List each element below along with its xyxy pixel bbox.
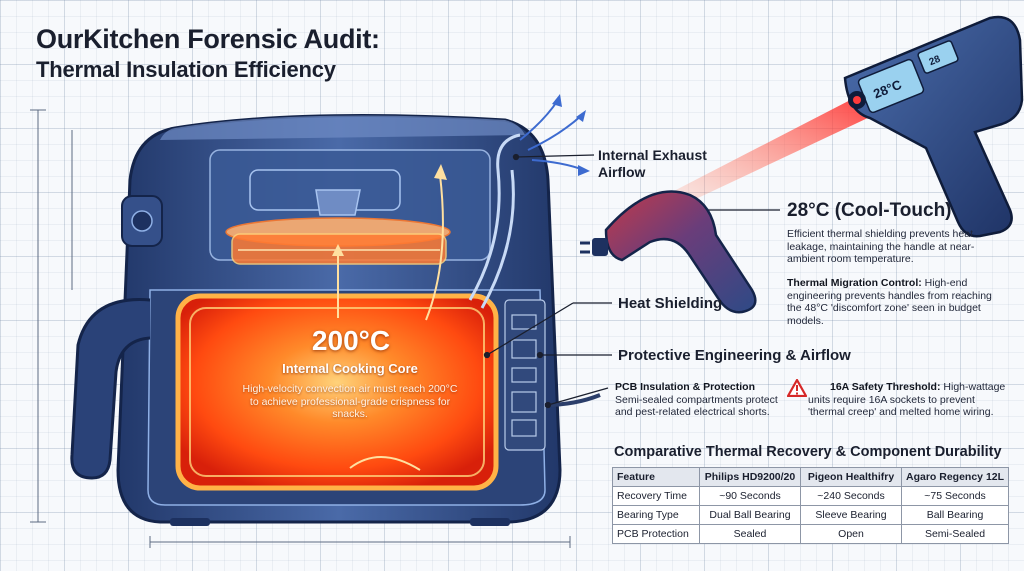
handle-temperature-headline: 28°C (Cool-Touch) [787, 200, 952, 221]
pcb-title: PCB Insulation & Protection [615, 381, 756, 393]
table-row: Bearing Type Dual Ball Bearing Sleeve Be… [612, 505, 1010, 525]
upper-chamber [209, 149, 491, 265]
table-cell: Sealed [699, 524, 801, 544]
callout-heat-shielding: Heat Shielding [618, 295, 723, 312]
warning-triangle-icon [787, 379, 807, 397]
table-cell: ~75 Seconds [900, 486, 1010, 506]
table-cell: ~90 Seconds [699, 486, 801, 506]
safety-text: High-wattage units require 16A sockets t… [808, 381, 1006, 418]
thermal-migration-text: High-end engineering prevents handles fr… [787, 277, 992, 327]
table-cell: ~240 Seconds [800, 486, 902, 506]
pcb-text: Semi-sealed compartments protect and pes… [615, 393, 778, 419]
table-cell: Ball Bearing [900, 505, 1010, 525]
callout-exhaust-airflow: Internal Exhaust Airflow [598, 147, 707, 180]
table-header-cell: Agaro Regency 12L [900, 467, 1010, 487]
core-description: High-velocity convection air must reach … [242, 383, 458, 420]
detached-handle-icon [580, 190, 757, 314]
fryer-handle [70, 298, 151, 480]
table-cell: PCB Protection [612, 524, 700, 544]
table-header-cell: Feature [612, 467, 700, 487]
thermal-migration-note: Thermal Migration Control: High-end engi… [787, 277, 1009, 327]
pcb-compartment [504, 299, 546, 451]
safety-title: 16A Safety Threshold: [830, 381, 941, 393]
table-header-row: Feature Philips HD9200/20 Pigeon Healthi… [612, 467, 1010, 487]
table-cell: Open [800, 524, 902, 544]
table-cell: Bearing Type [612, 505, 700, 525]
dimension-lines [30, 109, 571, 548]
page-title: OurKitchen Forensic Audit: [36, 24, 380, 54]
core-label: Internal Cooking Core [282, 361, 418, 376]
comparison-table-title: Comparative Thermal Recovery & Component… [614, 444, 1002, 460]
table-cell: Semi-Sealed [900, 524, 1010, 544]
table-row: PCB Protection Sealed Open Semi-Sealed [612, 524, 1010, 544]
thermometer-secondary-reading: 28 [928, 54, 943, 69]
core-temperature: 200°C [311, 325, 391, 356]
table-cell: Recovery Time [612, 486, 700, 506]
control-dial [121, 195, 163, 247]
fryer-foot-left [170, 518, 210, 526]
table-header-cell: Pigeon Healthifry [800, 467, 902, 487]
thermal-migration-title: Thermal Migration Control: [787, 277, 922, 289]
page-subtitle: Thermal Insulation Efficiency [36, 57, 336, 82]
safety-note: 16A Safety Threshold: High-wattage units… [808, 381, 1012, 419]
laser-beam [672, 95, 872, 205]
exhaust-duct [468, 133, 521, 309]
table-cell: Sleeve Bearing [800, 505, 902, 525]
table-header-cell: Philips HD9200/20 [699, 467, 801, 487]
callout-protective-engineering: Protective Engineering & Airflow [618, 347, 851, 364]
exhaust-arrows [519, 94, 590, 176]
table-row: Recovery Time ~90 Seconds ~240 Seconds ~… [612, 486, 1010, 506]
handle-temperature-description: Efficient thermal shielding prevents hea… [787, 228, 975, 265]
table-cell: Dual Ball Bearing [699, 505, 801, 525]
fryer-foot-right [470, 518, 510, 526]
ir-thermometer-icon [843, 15, 1024, 238]
airflow-arrows [332, 164, 447, 471]
comparison-table: Feature Philips HD9200/20 Pigeon Healthi… [612, 467, 1010, 544]
